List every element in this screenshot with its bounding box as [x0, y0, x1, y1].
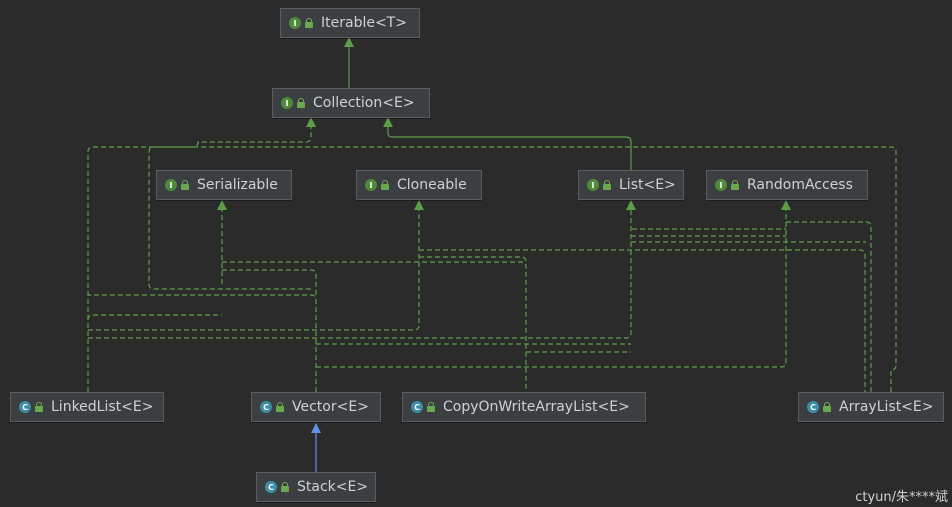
- node-linked-list[interactable]: C LinkedList<E>: [10, 392, 164, 422]
- node-label: ArrayList<E>: [839, 399, 934, 415]
- lock-icon: [181, 180, 189, 190]
- node-label: Vector<E>: [292, 399, 369, 415]
- lock-icon: [427, 402, 435, 412]
- lock-icon: [305, 18, 313, 28]
- node-label: List<E>: [619, 177, 676, 193]
- node-label: Iterable<T>: [321, 15, 407, 31]
- node-collection[interactable]: I Collection<E>: [272, 88, 430, 118]
- interface-icon: I: [281, 97, 293, 109]
- node-label: Cloneable: [397, 177, 467, 193]
- node-label: Collection<E>: [313, 95, 415, 111]
- bus-cloneable-2: [419, 249, 866, 392]
- bus-serializable-1: [222, 261, 527, 392]
- lock-icon: [281, 482, 289, 492]
- node-array-list[interactable]: C ArrayList<E>: [798, 392, 944, 422]
- class-icon: C: [265, 481, 277, 493]
- node-serializable[interactable]: I Serializable: [156, 170, 292, 200]
- bus-serializable-2: [222, 269, 317, 295]
- bus-list-1: [88, 200, 636, 339]
- edge-linkedlist-serializable: [87, 314, 222, 321]
- bus-cloneable-3: [419, 256, 527, 263]
- interface-icon: I: [165, 179, 177, 191]
- interface-icon: I: [289, 17, 301, 29]
- lock-icon: [603, 180, 611, 190]
- node-iterable[interactable]: I Iterable<T>: [280, 8, 420, 38]
- watermark: ctyun/朱****斌: [855, 490, 948, 505]
- node-stack[interactable]: C Stack<E>: [256, 472, 376, 502]
- interface-icon: I: [715, 179, 727, 191]
- node-vector[interactable]: C Vector<E>: [251, 392, 381, 422]
- lock-icon: [276, 402, 284, 412]
- node-label: Stack<E>: [297, 479, 369, 495]
- class-icon: C: [19, 401, 31, 413]
- node-copy-on-write[interactable]: C CopyOnWriteArrayList<E>: [402, 392, 646, 422]
- lock-icon: [35, 402, 43, 412]
- node-label: LinkedList<E>: [51, 399, 154, 415]
- interface-icon: I: [587, 179, 599, 191]
- lock-icon: [297, 98, 305, 108]
- class-icon: C: [411, 401, 423, 413]
- edge-arraylist-collection: [148, 146, 897, 392]
- class-icon: C: [807, 401, 819, 413]
- bus-cloneable-1: [88, 200, 424, 331]
- bus-random-2: [786, 221, 872, 392]
- node-cloneable[interactable]: I Cloneable: [356, 170, 482, 200]
- lock-icon: [731, 180, 739, 190]
- lock-icon: [381, 180, 389, 190]
- lock-icon: [823, 402, 831, 412]
- bus-random-1: [316, 200, 791, 368]
- node-label: CopyOnWriteArrayList<E>: [443, 399, 630, 415]
- node-label: RandomAccess: [747, 177, 853, 193]
- edge-vector-serializable: [88, 294, 317, 392]
- interface-icon: I: [365, 179, 377, 191]
- node-random-access[interactable]: I RandomAccess: [706, 170, 868, 200]
- class-icon: C: [260, 401, 272, 413]
- edge-linkedlist-collection: [87, 117, 316, 392]
- node-list[interactable]: I List<E>: [578, 170, 684, 200]
- node-label: Serializable: [197, 177, 278, 193]
- edge-list-collection: [383, 117, 632, 171]
